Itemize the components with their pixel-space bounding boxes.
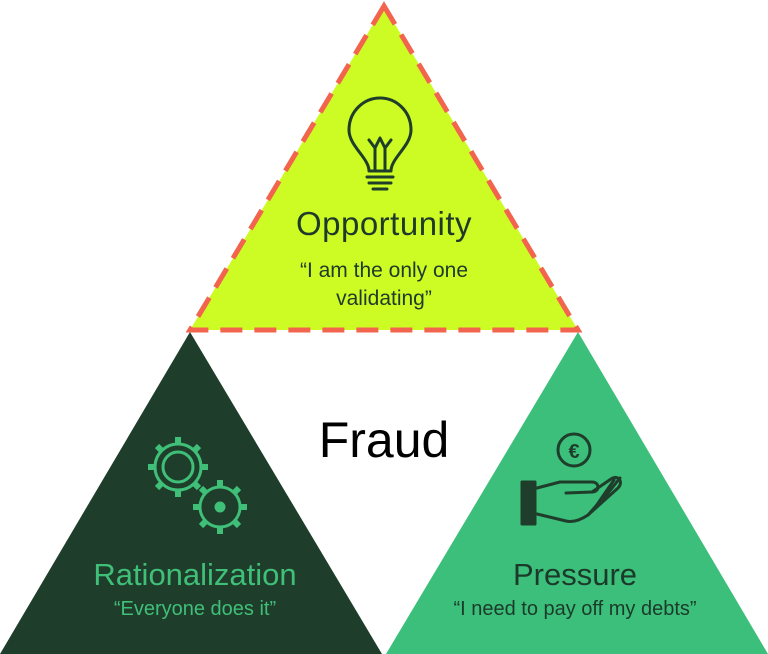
fraud-label: Fraud bbox=[318, 412, 450, 468]
hand-euro-coin-icon bbox=[520, 432, 622, 526]
pressure-title: Pressure bbox=[512, 557, 638, 592]
opportunity-quote: “I am the only one validating” bbox=[234, 257, 534, 313]
rationalization-quote: “Everyone does it” bbox=[113, 598, 277, 620]
rationalization-title: Rationalization bbox=[93, 557, 297, 592]
euro-symbol: € bbox=[568, 441, 579, 463]
pressure-quote: “I need to pay off my debts” bbox=[453, 598, 697, 620]
opportunity-quote-line2: validating” bbox=[336, 287, 432, 310]
lightbulb-icon bbox=[347, 96, 413, 191]
gears-icon bbox=[148, 437, 247, 534]
euro-coin-icon bbox=[556, 432, 592, 468]
rationalization-triangle bbox=[0, 332, 382, 654]
opportunity-quote-line1: “I am the only one bbox=[299, 259, 469, 282]
opportunity-title: Opportunity bbox=[295, 205, 473, 242]
